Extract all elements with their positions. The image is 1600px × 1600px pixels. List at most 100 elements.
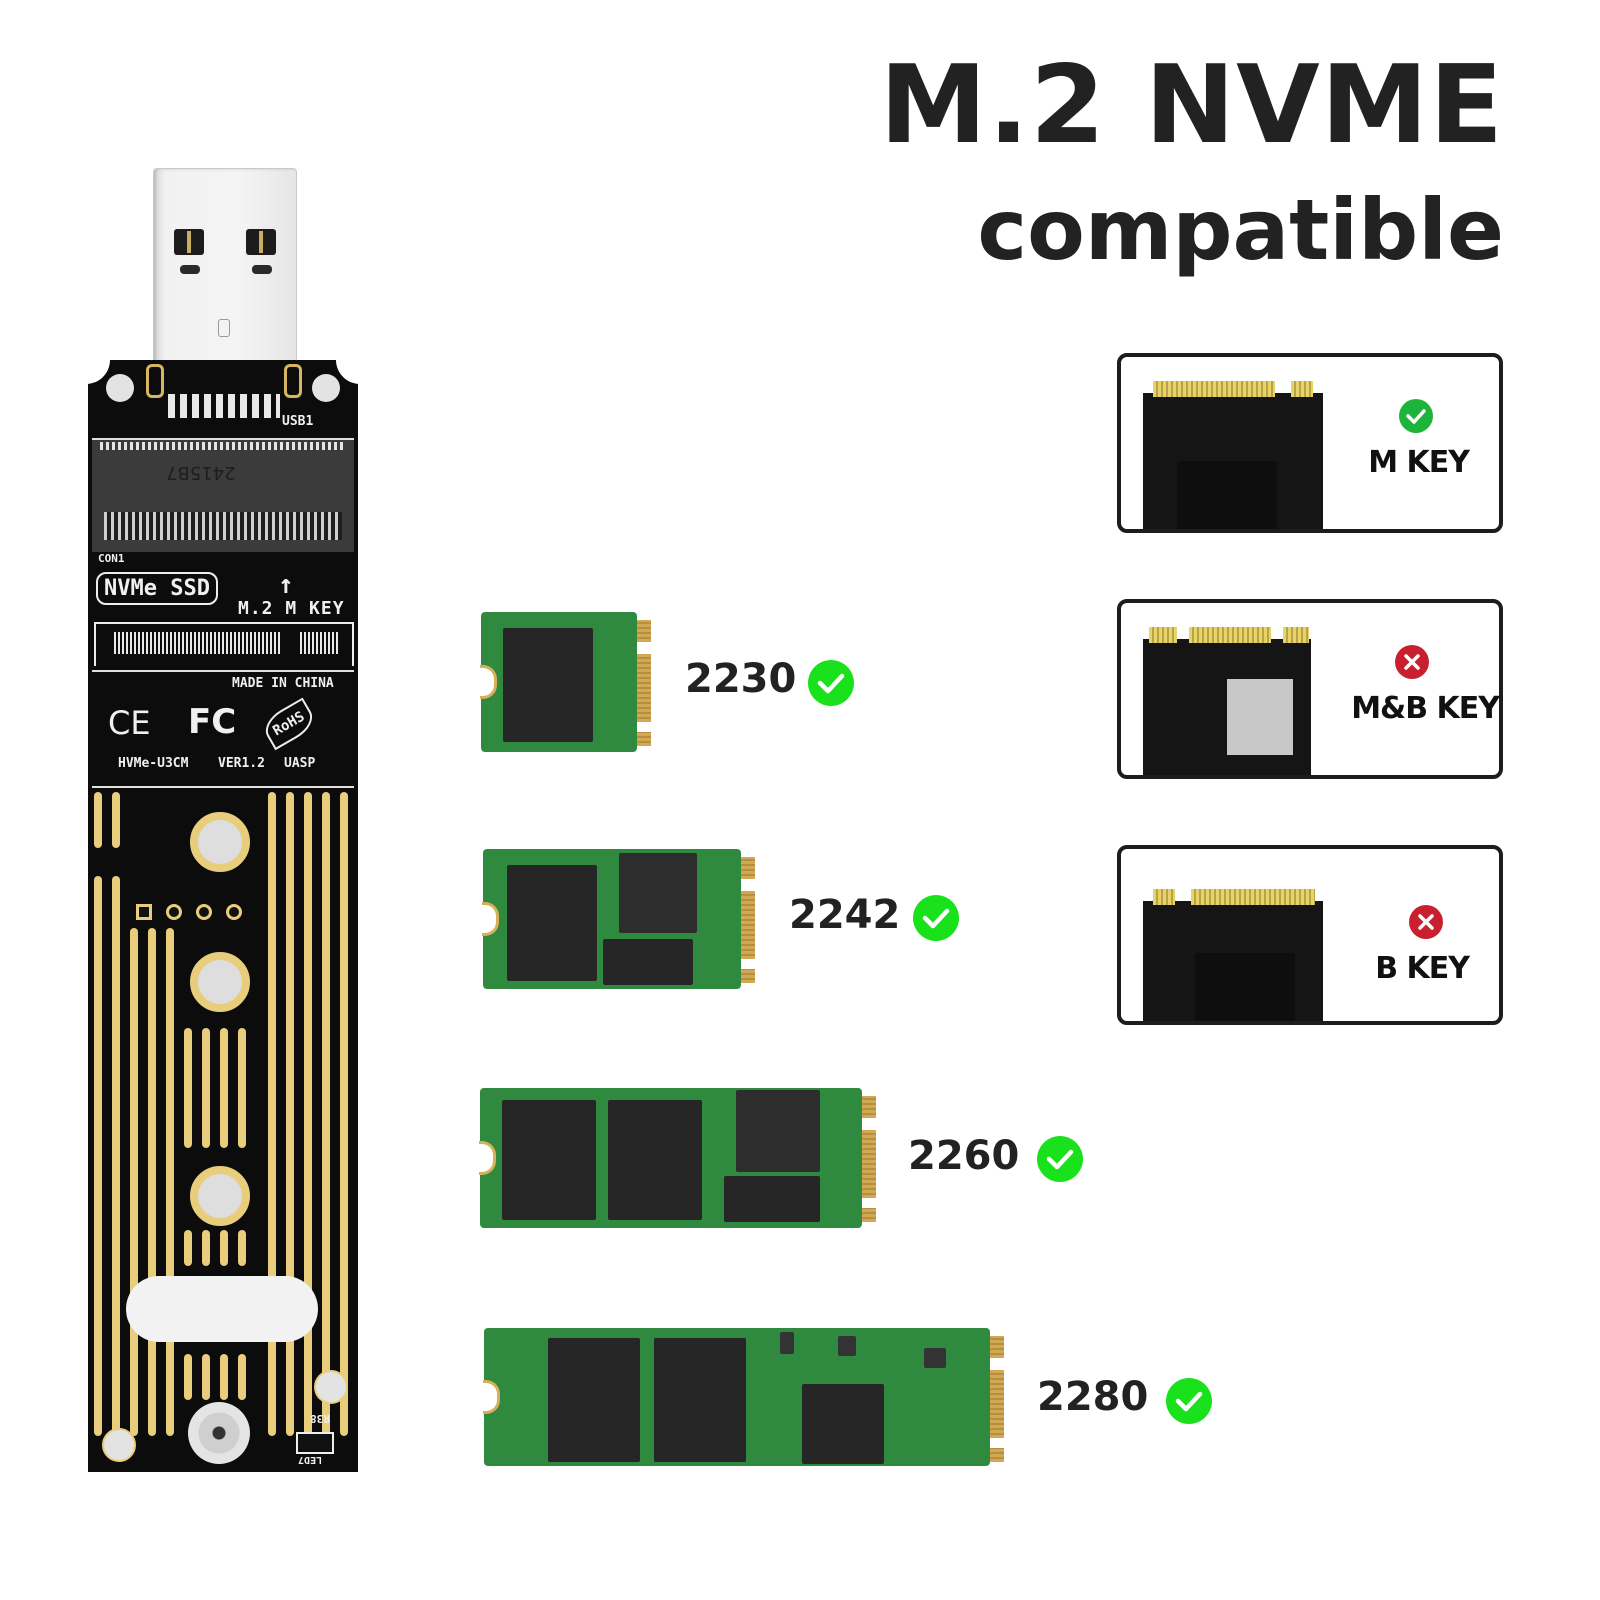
gold-finger	[1191, 889, 1315, 905]
key-label: M&B KEY	[1351, 691, 1499, 726]
usb-solder-tab-right	[284, 364, 302, 398]
slot-pins-bottom	[104, 512, 342, 540]
nand-chip	[507, 865, 597, 981]
mount-hole-left	[106, 374, 134, 402]
nand-chip	[548, 1338, 640, 1462]
trace	[202, 1028, 210, 1148]
gold-finger	[1291, 381, 1313, 397]
gold-finger	[990, 1448, 1004, 1462]
page-title: M.2 NVME	[879, 43, 1504, 168]
check-circle-icon	[913, 895, 959, 941]
screw-standoff	[188, 1402, 250, 1464]
gold-finger	[862, 1208, 876, 1222]
m2-slot-connector: 2415B7	[92, 438, 354, 552]
chip	[1195, 953, 1295, 1021]
pcb-corner-right	[336, 360, 360, 384]
trace	[94, 876, 102, 1436]
resistor-label: R38	[310, 1412, 330, 1425]
led-label: LED7	[298, 1454, 323, 1465]
controller-chip	[736, 1090, 820, 1172]
usb-mark	[218, 319, 230, 337]
gold-finger	[1153, 381, 1275, 397]
gold-finger	[1153, 889, 1175, 905]
header-pad	[226, 904, 242, 920]
screw-via-1	[190, 812, 250, 872]
nand-chip	[502, 1100, 596, 1220]
size-label: 2230	[685, 656, 797, 702]
trace	[340, 792, 348, 1436]
size-label: 2280	[1037, 1374, 1149, 1420]
component	[838, 1336, 856, 1356]
component	[780, 1332, 794, 1354]
gold-finger	[741, 891, 755, 959]
key-pattern	[114, 632, 280, 654]
fcc-mark-icon: FC	[188, 702, 237, 742]
m-key-card-image	[1143, 381, 1323, 529]
dram-chip	[724, 1176, 820, 1222]
trace	[148, 928, 156, 1436]
screw-via-2	[190, 952, 250, 1012]
origin-label: MADE IN CHINA	[232, 676, 334, 691]
pcb-corner-left	[86, 360, 110, 384]
trace	[238, 1028, 246, 1148]
x-circle-icon	[1395, 645, 1429, 679]
m2-key-outline	[94, 622, 354, 666]
key-pattern-small	[300, 632, 338, 654]
shield-can	[1227, 679, 1293, 755]
header-pad-square	[136, 904, 152, 920]
oval-cutout	[126, 1276, 318, 1342]
usb-solder-pins	[168, 394, 280, 418]
silk-divider	[92, 670, 354, 672]
gold-finger	[990, 1370, 1004, 1438]
gold-finger	[637, 732, 651, 746]
x-circle-icon	[1409, 905, 1443, 939]
model-label: HVMe-U3CM	[118, 756, 189, 771]
usb-latch-hole-left	[174, 229, 204, 255]
key-box-b: B KEY	[1117, 845, 1503, 1025]
key-label: M KEY	[1368, 445, 1470, 480]
trace	[322, 792, 330, 1436]
trace	[130, 928, 138, 1436]
page-subtitle: compatible	[977, 181, 1504, 279]
usb-dimple-right	[252, 265, 272, 274]
trace	[286, 792, 294, 1436]
usb-solder-tab-left	[146, 364, 164, 398]
trace	[184, 1354, 192, 1400]
mount-hole-lower-right	[314, 1370, 348, 1404]
slot-pins-top	[100, 442, 346, 450]
trace	[184, 1028, 192, 1148]
mount-hole-right	[312, 374, 340, 402]
m-key-silk-label: M.2 M KEY	[238, 598, 345, 619]
controller-chip	[503, 628, 593, 742]
controller-chip	[802, 1384, 884, 1464]
ssd-card-2280	[484, 1328, 1004, 1466]
gold-finger	[1283, 627, 1309, 643]
ce-mark-icon: CE	[108, 704, 151, 742]
size-label: 2260	[908, 1133, 1020, 1179]
usb-a-plug	[153, 168, 297, 388]
trace	[220, 1354, 228, 1400]
gold-finger	[1149, 627, 1177, 643]
silk-divider-2	[92, 786, 354, 788]
trace	[238, 1230, 246, 1266]
trace	[202, 1230, 210, 1266]
trace	[184, 1230, 192, 1266]
ssd-card-2260	[480, 1088, 876, 1228]
component	[924, 1348, 946, 1368]
trace	[220, 1230, 228, 1266]
check-circle-icon	[808, 660, 854, 706]
gold-finger	[1189, 627, 1271, 643]
screw-via-3	[190, 1166, 250, 1226]
trace	[304, 792, 312, 1436]
gold-finger	[990, 1336, 1004, 1358]
check-circle-icon	[1037, 1136, 1083, 1182]
usb-latch-hole-right	[246, 229, 276, 255]
mb-key-card-image	[1143, 627, 1311, 775]
uasp-label: UASP	[284, 756, 316, 771]
slot-code: 2415B7	[166, 462, 236, 483]
trace	[202, 1354, 210, 1400]
controller-chip	[619, 853, 697, 933]
nvme-ssd-badge: NVMe SSD	[96, 572, 218, 605]
trace	[220, 1028, 228, 1148]
gold-finger	[741, 857, 755, 879]
